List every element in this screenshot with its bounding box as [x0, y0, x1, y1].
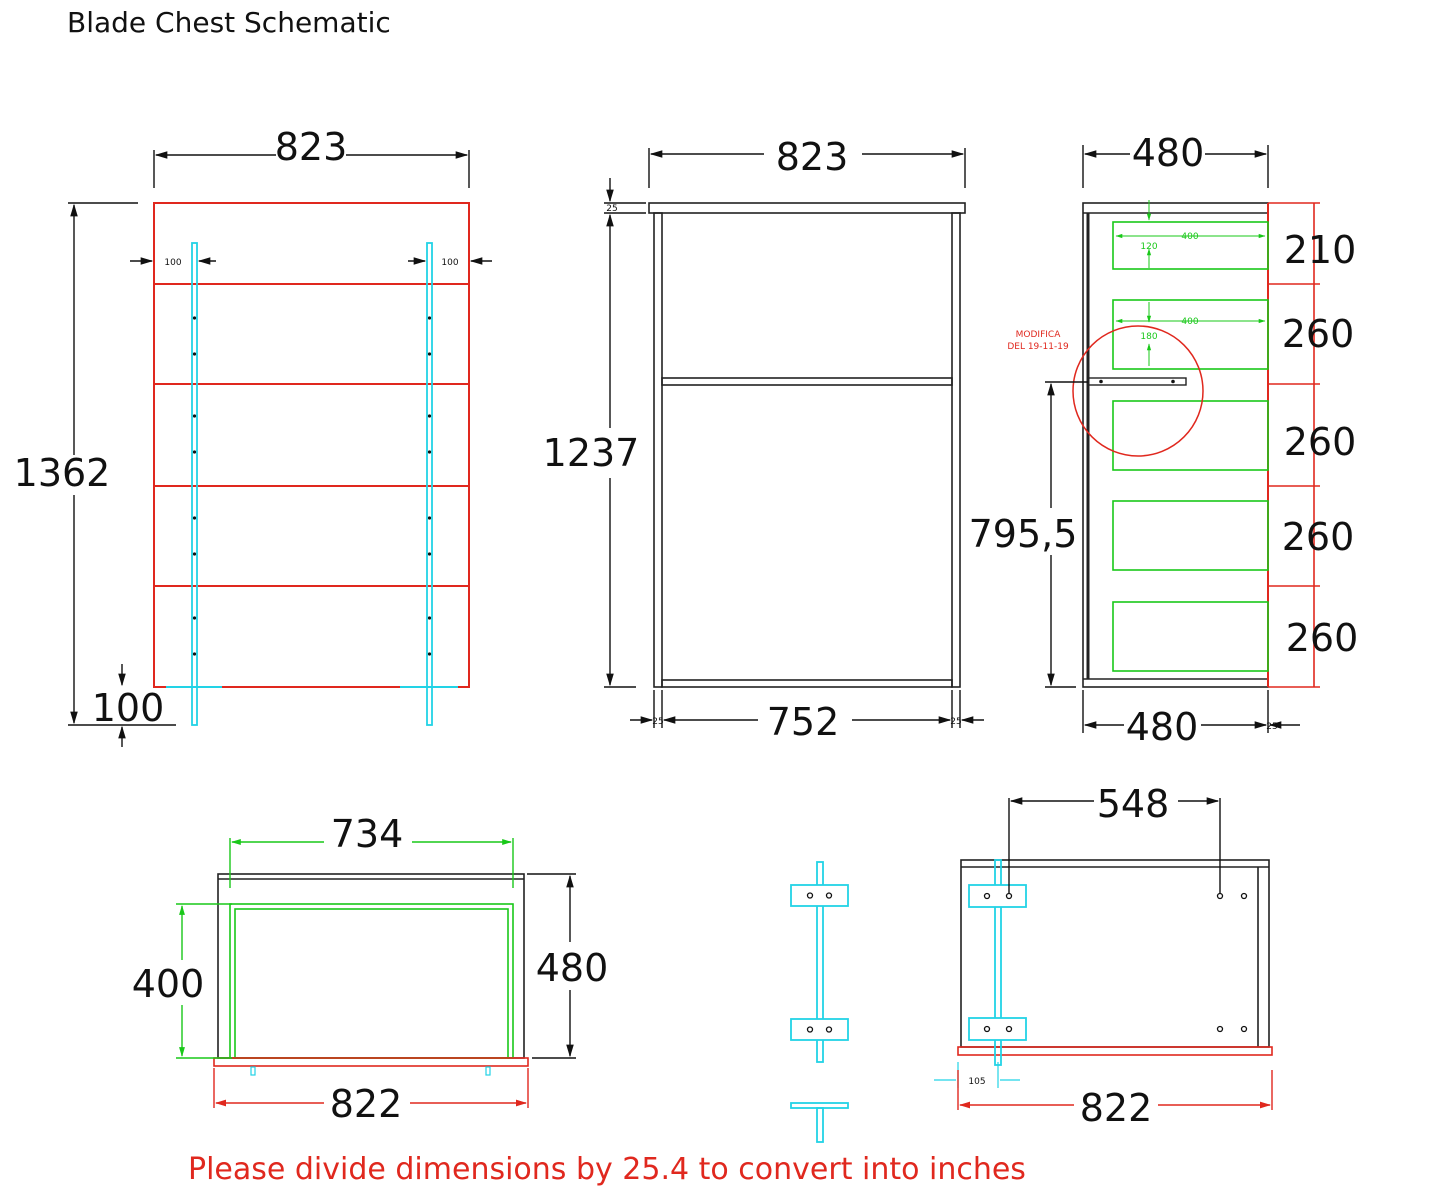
shelf-height-4: 260: [1282, 515, 1355, 559]
conversion-note: Please divide dimensions by 25.4 to conv…: [188, 1152, 1026, 1187]
drawer-inner-width-label: 734: [331, 812, 404, 856]
frame-height-label: 1362: [14, 451, 111, 495]
inner-depth-2-label: 400: [1181, 317, 1198, 327]
drawer-5: [1112, 601, 1269, 672]
shelf-height-5: 260: [1286, 616, 1359, 660]
cabinet-shelf: [661, 377, 953, 386]
drawer-3: [1112, 400, 1269, 471]
offset-right-label: 100: [441, 258, 458, 268]
side-view: 400 120 400 180 MODIFICA DEL 19-11-19 48…: [969, 131, 1359, 749]
rail-holes: [192, 316, 432, 656]
drawer-width-label: 822: [330, 1082, 403, 1126]
drawer-inner: [229, 903, 514, 1059]
back-view: 548 105 822: [934, 782, 1273, 1130]
rail-bracket-view: [790, 861, 849, 1143]
cabinet-side-left: [653, 212, 663, 688]
cabinet-side-right: [951, 212, 961, 688]
revision-note-2: DEL 19-11-19: [1007, 342, 1069, 352]
drawer-front: [213, 1057, 529, 1067]
rail-right: [426, 242, 433, 726]
shelf-height-1: 210: [1284, 228, 1357, 272]
front-frame-view: 823 1362 100 100 100: [14, 125, 492, 747]
page-title: Blade Chest Schematic: [67, 6, 391, 39]
frame-width-label: 823: [275, 125, 348, 169]
shelf-height-3: 260: [1284, 420, 1357, 464]
drawer-inner-height-label: 400: [132, 962, 205, 1006]
top-thickness-label: 25: [606, 204, 617, 214]
revision-circle: [1072, 325, 1204, 457]
side-offset-label: 25: [1266, 722, 1277, 732]
offset-b-label: 180: [1140, 332, 1157, 342]
inner-depth-1-label: 400: [1181, 232, 1198, 242]
shelf-height-2: 260: [1282, 312, 1355, 356]
drawer-4: [1112, 500, 1269, 571]
back-spacing-label: 548: [1097, 782, 1170, 826]
side-left-thickness-label: 25: [652, 717, 663, 727]
cabinet-top: [648, 202, 966, 214]
rail-left: [191, 242, 198, 726]
side-right-thickness-label: 25: [950, 717, 961, 727]
bracket-rail: [816, 861, 824, 1063]
drawer-height-label: 480: [536, 946, 609, 990]
drawer-view: 734 400 480 822: [132, 812, 609, 1126]
offset-a-label: 120: [1140, 242, 1157, 252]
side-width-top-label: 480: [1132, 131, 1205, 175]
cabinet-width-label: 823: [776, 135, 849, 179]
frame-outline: [153, 202, 470, 688]
bracket-plate-bottom: [790, 1018, 849, 1041]
bracket-offset-label: 105: [968, 1077, 985, 1087]
offset-left-label: 100: [164, 258, 181, 268]
foot-height-label: 100: [92, 686, 165, 730]
front-cabinet-view: 823 1237 25 752 25 25: [543, 135, 984, 744]
cabinet-inner-width-label: 752: [767, 700, 840, 744]
back-width-label: 822: [1080, 1086, 1153, 1130]
drawer-box: [217, 873, 525, 1059]
rail-height-label: 795,5: [969, 512, 1078, 556]
drawer-1: [1112, 221, 1269, 270]
side-width-bottom-label: 480: [1126, 705, 1199, 749]
cabinet-bottom: [661, 679, 953, 688]
cabinet-height-label: 1237: [543, 431, 640, 475]
revision-note-1: MODIFICA: [1016, 330, 1062, 340]
drawer-2: [1112, 299, 1269, 370]
back-bottom: [957, 1046, 1273, 1056]
bracket-plate-top: [790, 884, 849, 907]
